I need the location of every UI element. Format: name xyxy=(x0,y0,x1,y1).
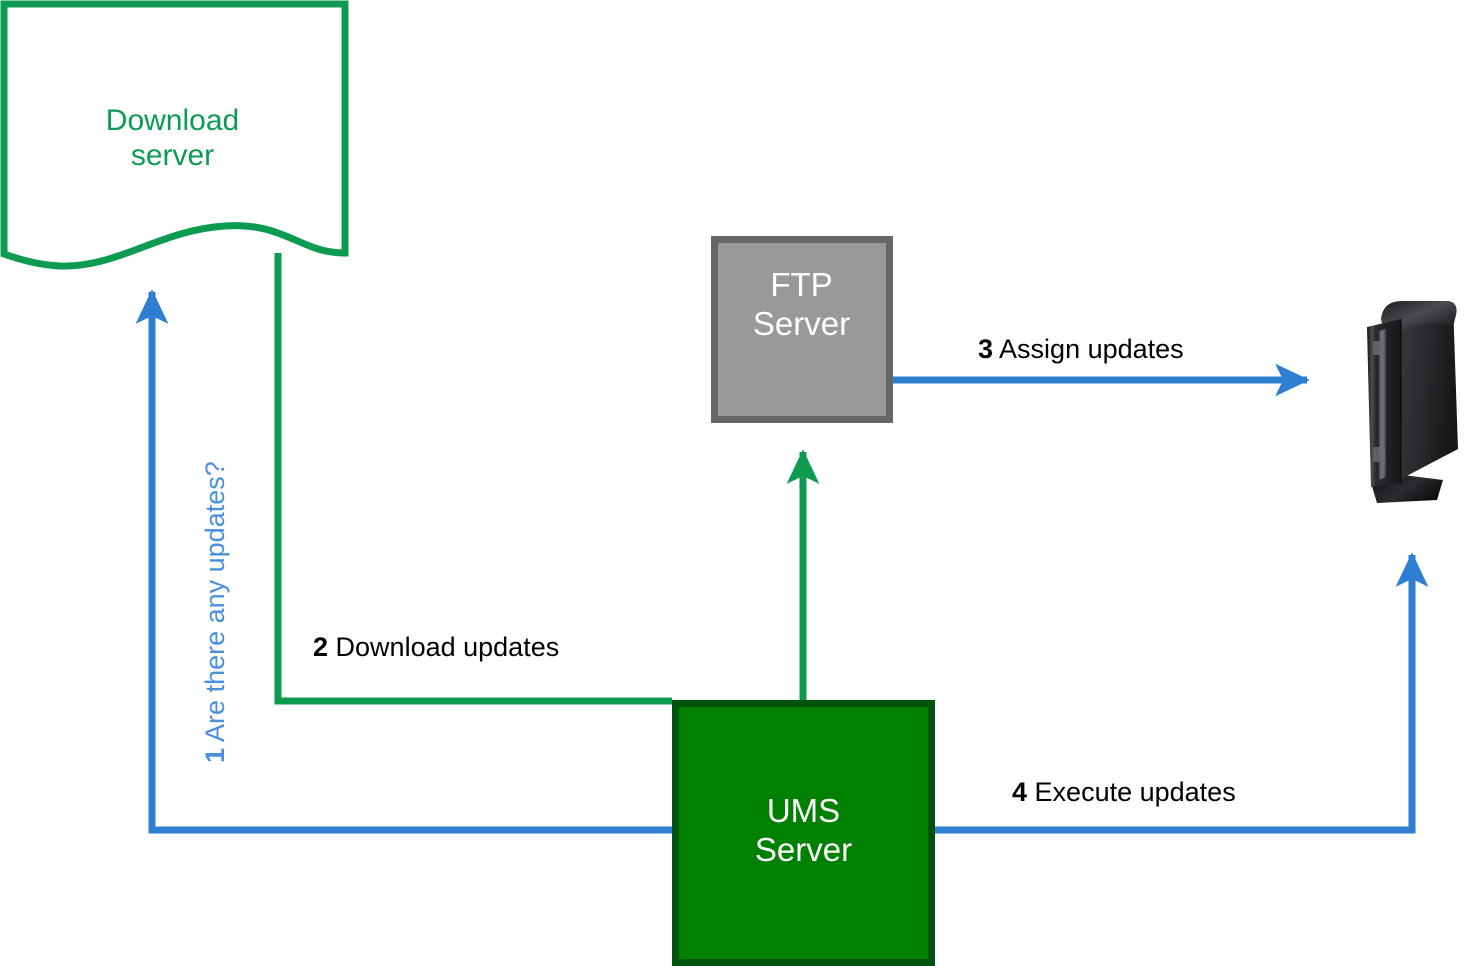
ftp-server-shape[interactable] xyxy=(711,236,893,423)
download-server-shape[interactable] xyxy=(0,0,349,270)
edge-download-updates-path xyxy=(274,253,672,705)
thin-client-device[interactable] xyxy=(1357,297,1465,522)
device-port-badge xyxy=(1373,447,1385,462)
edge-are-there-any-updates-path xyxy=(135,289,672,834)
edge-execute-updates-path xyxy=(935,552,1429,834)
device-logo-badge xyxy=(1373,341,1384,355)
ums-server-shape[interactable] xyxy=(672,700,935,966)
device-side-panel xyxy=(1387,303,1458,480)
device-highlight-strip xyxy=(1379,329,1386,480)
thin-client-icon xyxy=(1367,301,1458,503)
